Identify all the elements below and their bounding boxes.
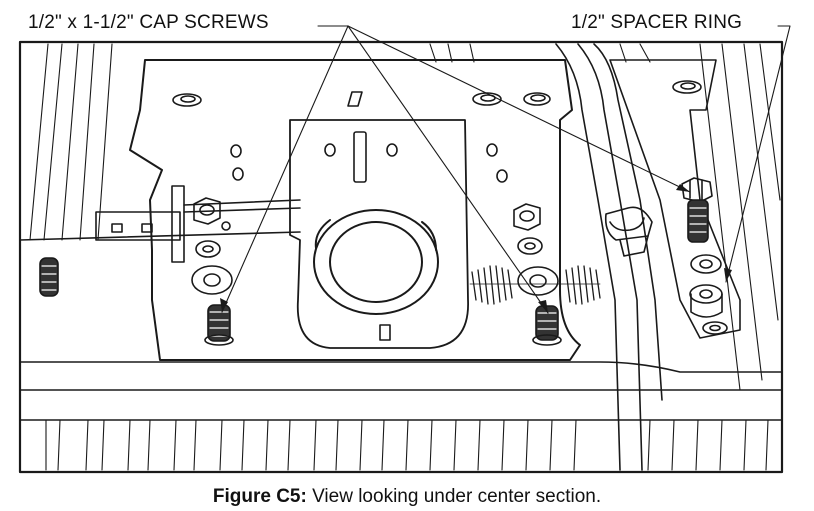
leader-arrowheads <box>220 184 732 313</box>
plate-slots <box>172 91 551 107</box>
right-cap-screw <box>681 177 713 243</box>
right-bracket <box>609 59 741 339</box>
right-bracket-slot <box>672 80 702 94</box>
figure-caption: Figure C5: View looking under center sec… <box>0 486 814 508</box>
corrugated-deck-top <box>29 43 781 391</box>
leader-lines <box>221 25 791 314</box>
cap-screws-label: 1/2" x 1-1/2" CAP SCREWS <box>28 12 269 33</box>
lower-slot <box>379 324 391 341</box>
main-beam <box>19 231 783 421</box>
center-bracket <box>289 119 469 349</box>
hose-clamp <box>604 206 653 257</box>
right-fastener-stack <box>513 203 562 346</box>
left-tab <box>95 185 301 263</box>
mounting-plate <box>129 59 581 361</box>
right-bracket-slot-inner <box>680 82 696 90</box>
left-fastener-stack <box>191 197 234 346</box>
tension-spring <box>469 265 601 305</box>
caption-text: View looking under center section. <box>306 486 602 507</box>
figure-frame <box>18 40 784 474</box>
hydraulic-line <box>555 43 663 471</box>
left-stud <box>39 257 59 297</box>
spacer-ring <box>689 254 728 335</box>
spacer-ring-label: 1/2" SPACER RING <box>571 12 743 33</box>
figure-label: Figure C5: <box>212 486 307 507</box>
bracket-holes <box>221 143 508 231</box>
center-bushing <box>313 209 439 315</box>
corrugated-deck-bottom <box>45 419 769 471</box>
center-slot <box>353 131 367 183</box>
